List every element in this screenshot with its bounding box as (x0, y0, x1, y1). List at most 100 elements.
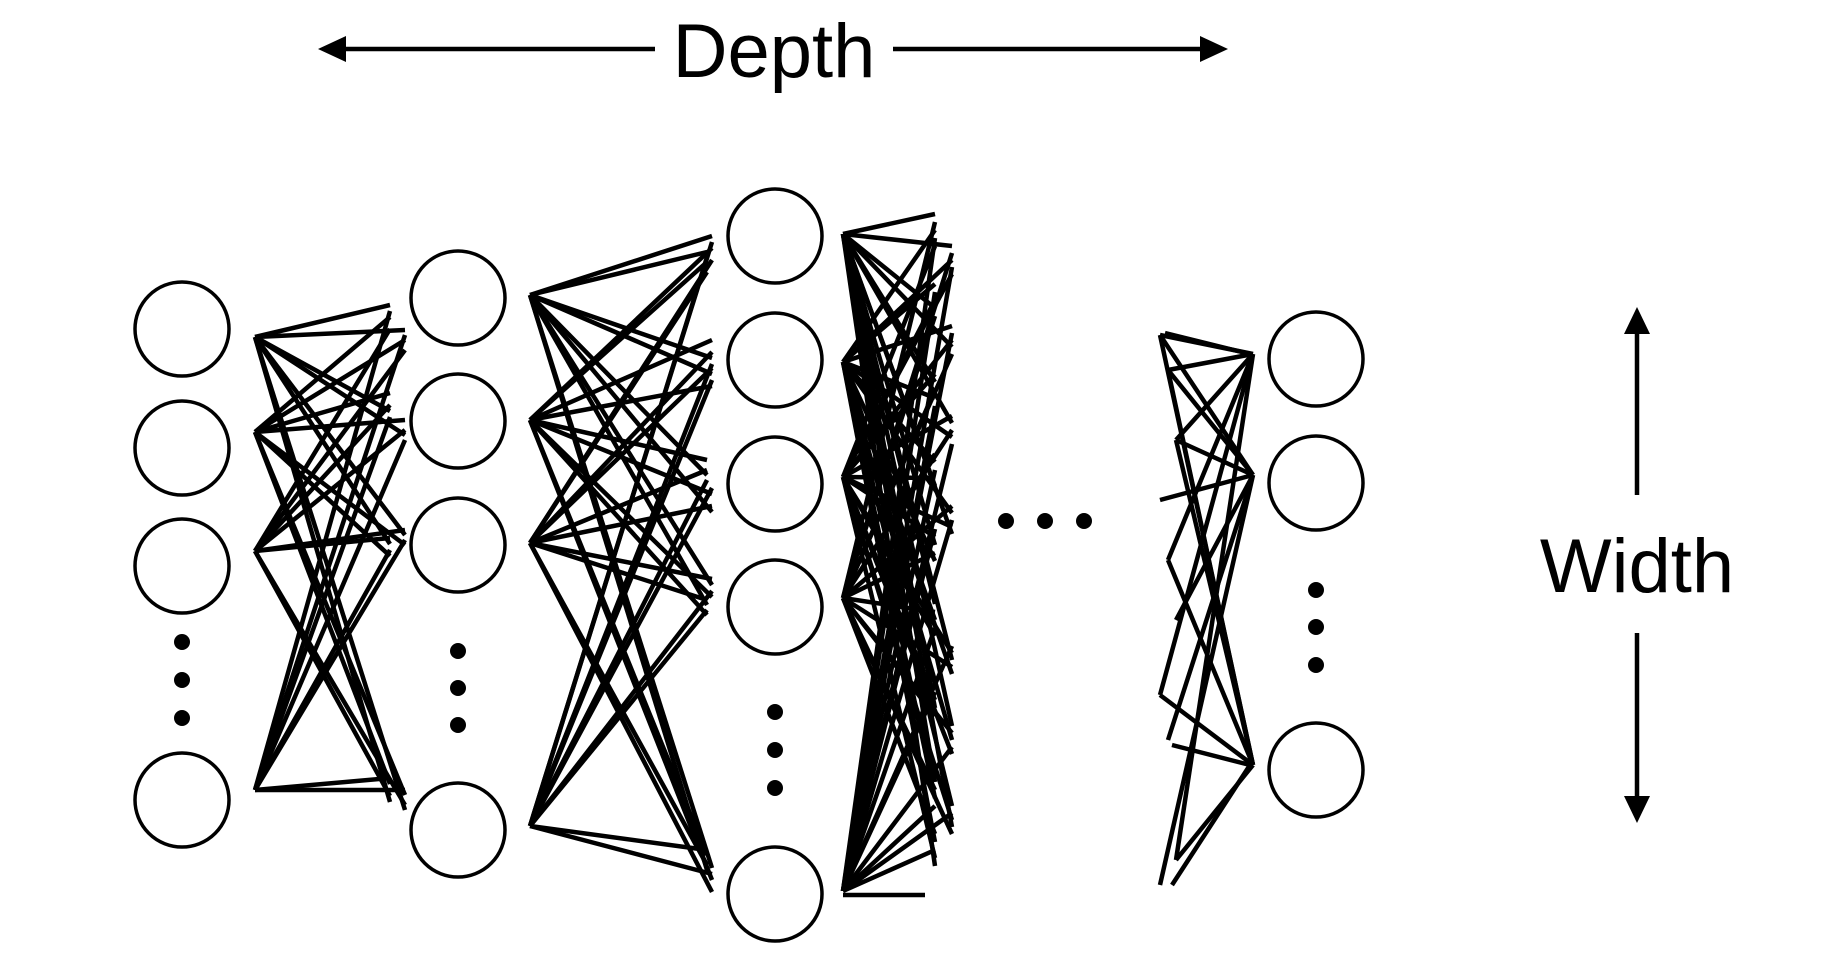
layer0-layer1b-edge-0-0 (254, 327, 406, 340)
layer2-hiddenb-edge-1-1 (842, 323, 953, 365)
hidden-layers-ellipsis-dot-2 (1076, 513, 1092, 529)
layer1-layer2b-edge-2-2 (529, 540, 708, 603)
ellipsis-dots (174, 513, 1324, 796)
depth-arrow-right-head (1200, 36, 1228, 62)
layer2-ellipsis-dot-0 (767, 704, 783, 720)
layer1-layer2b-edge-0-0 (529, 249, 708, 298)
layer2-hiddenb-edge-4-4 (840, 645, 955, 892)
neuron-layer1-2 (409, 496, 507, 594)
width-arrow (1624, 307, 1650, 823)
hidden-last-edge-6-0 (1157, 353, 1256, 696)
hidden-last-edge-mid (1171, 742, 1251, 768)
hidden-last-edge-4-0 (1165, 353, 1256, 561)
layer1-layer2b-edge-2-0 (528, 270, 709, 545)
layer0-layer1b-edge-3-0 (252, 334, 408, 791)
layer1-layer2b-edge-0-2 (528, 293, 709, 607)
width-arrow-bottom-head (1624, 796, 1650, 823)
layer1-layer2b-edge-3-1 (527, 478, 710, 828)
layer2-ellipsis-dot-1 (767, 742, 783, 758)
layer2-hiddenb-edge-3-4 (841, 596, 954, 669)
layer2-hiddenb-edge-3-0 (840, 252, 955, 599)
layer1-layer2-edge-3-5 (529, 823, 713, 877)
layer0-layer1b-edge-3-1 (252, 439, 408, 791)
layer1-layer2b-edge-1-2 (528, 418, 709, 617)
connections (252, 211, 1256, 898)
layer0-layer1b-edge-2-3 (253, 549, 407, 807)
layer2-hiddenb-edge-1-3 (841, 360, 954, 515)
neuron-layer2-4 (726, 845, 824, 943)
hidden-last-edge-1-0 (1167, 351, 1254, 373)
neuron-layer0-3 (133, 751, 231, 849)
layer1-layer2b-edge-3-3 (529, 823, 708, 853)
layer2-hiddenb-edge-2-4 (841, 475, 954, 655)
neuron-layer0-0 (133, 280, 231, 378)
layer0-ellipsis-dot-0 (174, 634, 190, 650)
width-label: Width (1540, 524, 1734, 609)
neurons (133, 187, 1365, 943)
layer0-layer1b-edge-3-2 (253, 538, 407, 792)
layer0-layer1-edge-2-0 (253, 327, 392, 553)
layer2-hiddenb-edge-0-1 (841, 232, 954, 349)
layer2-hidden-edge-4-8 (842, 847, 936, 894)
layer2-hiddenb-edge-3-2 (841, 428, 954, 600)
layer1-layer2-edge-1-4 (528, 418, 714, 599)
hidden-last-edge-bottom (1170, 763, 1252, 887)
layer1-layer2b-edge-1-1 (529, 417, 708, 463)
layer1-ellipsis-dot-0 (450, 643, 466, 659)
layer0-ellipsis-dot-2 (174, 710, 190, 726)
layer2-hiddenb-edge-4-2 (840, 443, 955, 892)
neuron-layer1-0 (409, 249, 507, 347)
neuron-layer2-3 (726, 558, 824, 656)
layer2-hiddenb-edge-4-6 (841, 811, 954, 893)
layer0-layer1b-edge-2-0 (253, 348, 407, 553)
layer2-hiddenb-edge-4-1 (840, 332, 955, 892)
layer1-layer2-edge-0-0 (529, 233, 713, 298)
hidden-last-edge-6-2 (1158, 693, 1255, 767)
layer0-layer1b-edge-2-1 (253, 428, 407, 553)
neuron-layer0-2 (133, 517, 231, 615)
neuron-layer3-2 (1267, 721, 1365, 819)
layer1-layer2b-edge-3-2 (528, 608, 709, 828)
layer1-layer2b-edge-2-3 (528, 541, 709, 867)
layer2-hiddenb-edge-3-1 (840, 353, 955, 599)
depth-arrow (318, 36, 1228, 62)
neuron-layer1-1 (409, 372, 507, 470)
layer0-layer1b-edge-2-2 (254, 527, 406, 554)
layer1-layer2-edge-0-1 (529, 292, 713, 361)
neuron-layer0-1 (133, 399, 231, 497)
layer3-ellipsis-dot-0 (1308, 582, 1324, 598)
layer1-layer2-edge-2-3 (529, 503, 713, 546)
layer2-hiddenb-edge-0-0 (842, 231, 953, 249)
neuron-layer3-0 (1267, 310, 1365, 408)
layer1-layer2-edge-1-1 (529, 337, 713, 423)
layer2-hidden-edge-0-0 (842, 211, 936, 237)
depth-arrow-left-head (318, 36, 346, 62)
hidden-last-edge-7-1 (1165, 474, 1256, 741)
hidden-last-edge-2-0 (1174, 352, 1255, 442)
layer2-hiddenb-edge-1-0 (841, 258, 954, 364)
hidden-last-edge-2-1 (1175, 437, 1254, 478)
layer1-ellipsis-dot-1 (450, 680, 466, 696)
layer2-hidden-edge-4-7 (841, 804, 937, 893)
layer1-layer2b-edge-1-0 (528, 260, 709, 422)
layer0-layer1-edge-2-1 (253, 403, 392, 553)
depth-label: Depth (673, 9, 876, 94)
layer1-ellipsis-dot-2 (450, 717, 466, 733)
layer3-ellipsis-dot-2 (1308, 657, 1324, 673)
neuron-layer2-2 (726, 435, 824, 533)
layer2-hiddenb-edge-4-5 (841, 745, 954, 893)
hidden-layers-ellipsis-dot-1 (1037, 513, 1053, 529)
layer0-layer1b-edge-1-1 (254, 417, 406, 435)
hidden-layers-ellipsis-dot-0 (998, 513, 1014, 529)
layer2-ellipsis-dot-2 (767, 780, 783, 796)
layer1-layer2b-edge-3-0 (527, 256, 710, 827)
layer0-ellipsis-dot-1 (174, 672, 190, 688)
layer2-hidden-edge-1-0 (841, 228, 937, 364)
layer1-layer2b-edge-0-1 (528, 293, 709, 477)
width-arrow-top-head (1624, 307, 1650, 334)
neuron-layer2-1 (726, 311, 824, 409)
hidden-last-edge-top (1164, 330, 1251, 357)
neuron-layer3-1 (1267, 434, 1365, 532)
layer0-layer1-edge-0-0 (254, 302, 391, 340)
